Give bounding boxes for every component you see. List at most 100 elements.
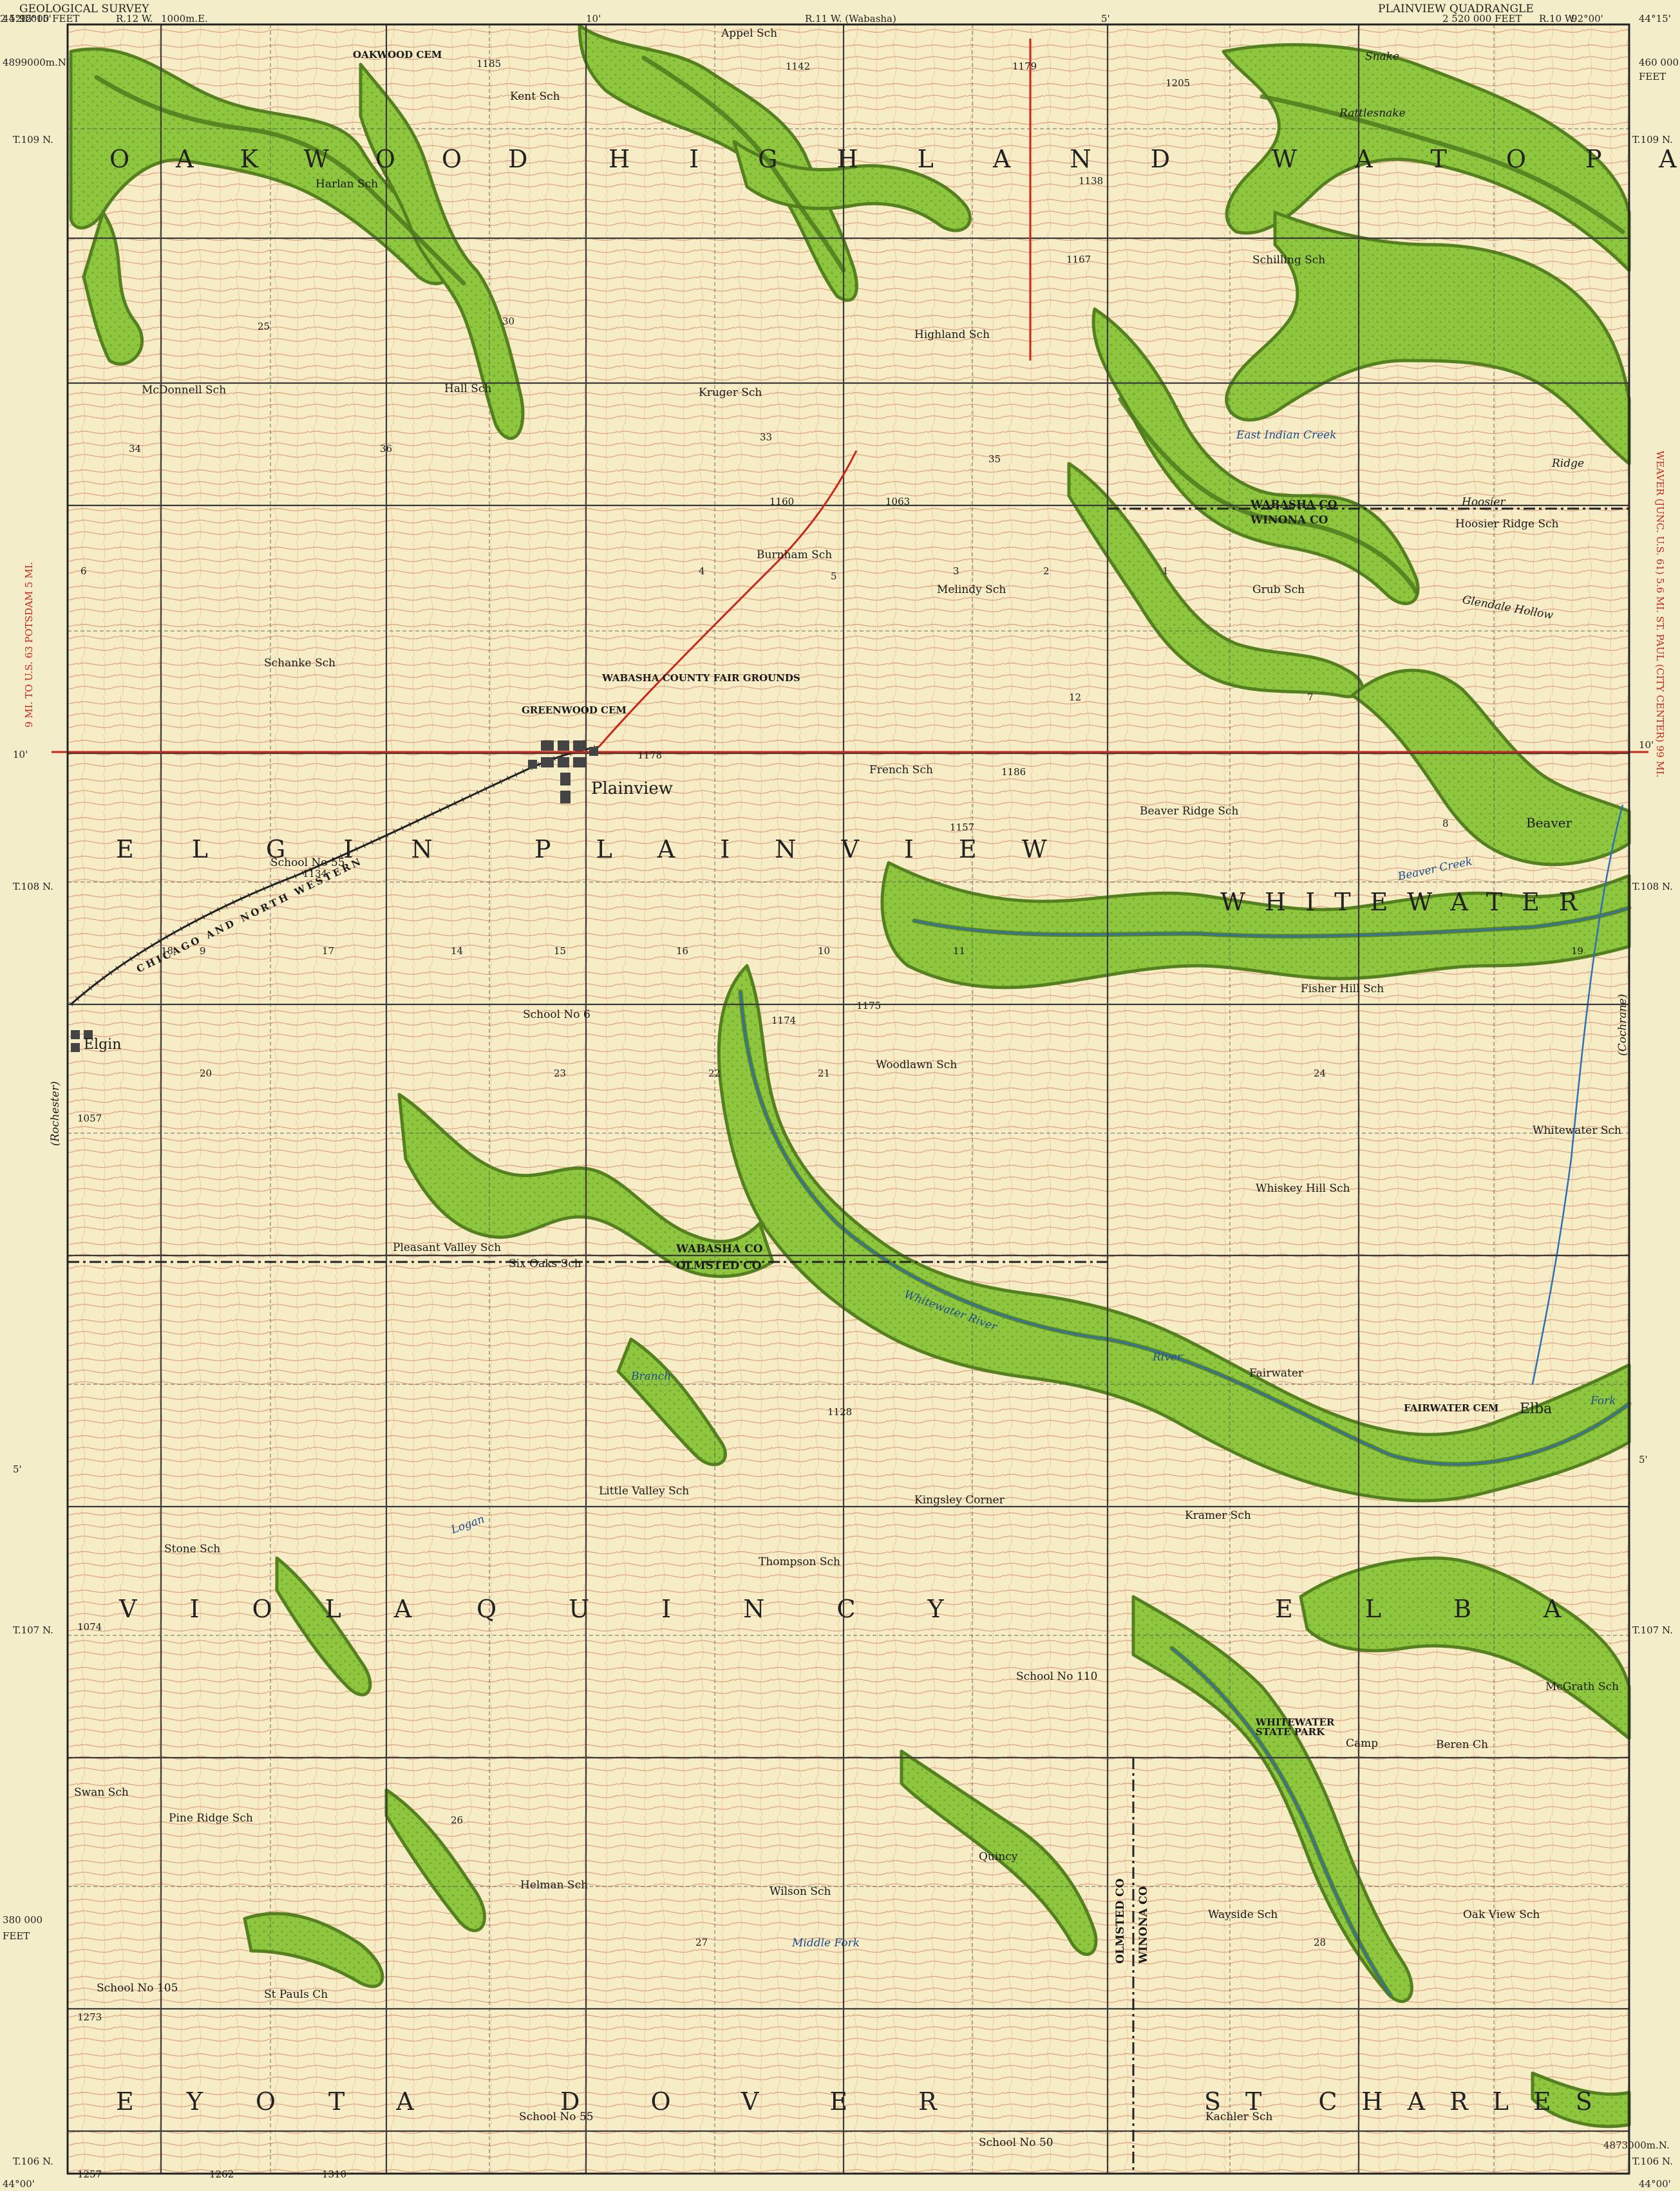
place-schanke-sch: Schanke Sch bbox=[264, 657, 336, 670]
place-swan-sch: Swan Sch bbox=[74, 1786, 129, 1799]
elevation-label: 1157 bbox=[950, 822, 975, 833]
range-r10-label: R.10 W. bbox=[1539, 13, 1576, 24]
place-hoosier-ridge-sch: Hoosier Ridge Sch bbox=[1455, 518, 1559, 531]
section-number: 25 bbox=[258, 321, 270, 332]
place-fairwater-cem: FAIRWATER CEM bbox=[1404, 1402, 1499, 1414]
township-viola: VIOLA bbox=[119, 1595, 465, 1623]
elevation-label: 1134 bbox=[303, 868, 328, 879]
label-cochrane: (Cochrane) bbox=[1616, 993, 1629, 1056]
right-arrow-note: WEAVER (JUNC. U.S. 61) 5.6 MI. ST. PAUL … bbox=[1654, 451, 1666, 778]
range-r12-label: R.12 W. bbox=[116, 13, 153, 24]
section-number: 8 bbox=[1442, 818, 1449, 829]
elgin-town bbox=[71, 1030, 93, 1052]
township-row-109-left: T.109 N. bbox=[13, 134, 53, 146]
elevation-label: 1138 bbox=[1079, 175, 1104, 187]
label-fork: Fork bbox=[1590, 1395, 1616, 1407]
plainview-town bbox=[528, 740, 598, 804]
place-pine-ridge-sch: Pine Ridge Sch bbox=[169, 1812, 253, 1825]
elevation-label: 1310 bbox=[322, 2168, 347, 2180]
place-whitewater-sch: Whitewater Sch bbox=[1533, 1124, 1621, 1137]
place-six-oaks-sch: Six Oaks Sch bbox=[509, 1257, 581, 1270]
township-watopa: WATOPA bbox=[1272, 145, 1677, 173]
place-school-110: School No 110 bbox=[1016, 1670, 1098, 1683]
elevation-label: 1257 bbox=[77, 2168, 102, 2180]
township-highland: HIGHLAND bbox=[609, 145, 1230, 173]
label-rochester: (Rochester) bbox=[49, 1081, 62, 1146]
township-row-108-right: T.108 N. bbox=[1632, 881, 1673, 892]
section-number: 3 bbox=[953, 565, 959, 577]
lon-left-label: 92°15' bbox=[19, 13, 52, 24]
elevation-label: 1057 bbox=[77, 1113, 102, 1124]
elevation-label: 1174 bbox=[771, 1015, 797, 1026]
place-elba: Elba bbox=[1520, 1401, 1553, 1417]
northing-top-label: 4899000m.N. bbox=[3, 57, 69, 68]
elevation-label: 1262 bbox=[209, 2168, 234, 2180]
place-kachler-sch: Kachler Sch bbox=[1205, 2111, 1273, 2123]
place-oak-view-sch: Oak View Sch bbox=[1463, 1908, 1540, 1921]
place-st-pauls-ch: St Pauls Ch bbox=[264, 1988, 328, 2001]
township-st-charles: ST CHARLES bbox=[1204, 2087, 1617, 2116]
feet-top-right-unit: FEET bbox=[1639, 71, 1666, 82]
place-quincy: Quincy bbox=[979, 1850, 1018, 1863]
township-row-107-left: T.107 N. bbox=[13, 1624, 53, 1636]
section-number: 35 bbox=[988, 453, 1001, 465]
elevation-label: 1178 bbox=[637, 749, 663, 761]
elevation-label: 1179 bbox=[1012, 61, 1037, 72]
corner-ne-label: 44°15' bbox=[1639, 13, 1671, 24]
place-appel-sch: Appel Sch bbox=[721, 27, 778, 40]
minute-5-right: 5' bbox=[1639, 1454, 1648, 1465]
place-school-55b: School No 55 bbox=[519, 2111, 594, 2123]
section-number: 34 bbox=[129, 443, 142, 455]
county-lines bbox=[68, 507, 1629, 2174]
section-number: 21 bbox=[818, 1067, 831, 1079]
section-number: 30 bbox=[502, 315, 515, 327]
range-r11-label: R.11 W. (Wabasha) bbox=[805, 13, 896, 24]
section-number: 6 bbox=[80, 565, 87, 577]
section-number: 9 bbox=[200, 945, 206, 957]
section-number: 33 bbox=[760, 431, 773, 443]
agency-label: GEOLOGICAL SURVEY bbox=[19, 3, 149, 15]
section-number: 15 bbox=[554, 945, 567, 957]
section-number: 5 bbox=[831, 570, 837, 582]
easting-label: 2 520 000 FEET bbox=[0, 13, 80, 24]
left-arrow-note: 9 MI. TO U.S. 63 POTSDAM 5 MI. bbox=[23, 561, 35, 728]
township-row-108-left: T.108 N. bbox=[13, 881, 53, 892]
section-number: 11 bbox=[953, 945, 966, 957]
minute-5-left: 5' bbox=[13, 1463, 22, 1475]
place-french-sch: French Sch bbox=[869, 764, 933, 776]
section-number: 36 bbox=[380, 443, 393, 455]
county-wabasha-1: WABASHA CO bbox=[1251, 498, 1337, 511]
section-number: 2 bbox=[1043, 565, 1050, 577]
township-elgin: ELGIN bbox=[116, 835, 491, 863]
label-snake: Snake bbox=[1365, 50, 1400, 63]
elevation-label: 1128 bbox=[827, 1406, 853, 1418]
label-hoosier: Hoosier bbox=[1462, 496, 1505, 509]
lon-right-label: 92°00' bbox=[1571, 13, 1603, 24]
place-beaver: Beaver bbox=[1526, 815, 1572, 831]
place-mcgrath-sch: McGrath Sch bbox=[1545, 1680, 1619, 1693]
section-number: 16 bbox=[676, 945, 689, 957]
elevation-label: 1063 bbox=[885, 496, 911, 507]
section-number: 1 bbox=[1162, 565, 1169, 577]
minute-10-right: 10' bbox=[1639, 739, 1654, 751]
feet-left-unit: FEET bbox=[3, 1930, 30, 1942]
label-middle-fork: Middle Fork bbox=[792, 1937, 860, 1950]
township-plainview: PLAINVIEW bbox=[534, 835, 1092, 863]
label-rattlesnake: Rattlesnake bbox=[1339, 107, 1406, 120]
elevation-label: 1074 bbox=[77, 1621, 102, 1633]
section-lines bbox=[68, 24, 1629, 2174]
section-number: 26 bbox=[451, 1814, 464, 1826]
section-number: 4 bbox=[699, 565, 705, 577]
place-school-105: School No 105 bbox=[97, 1982, 178, 1995]
township-row-107-right: T.107 N. bbox=[1632, 1624, 1673, 1636]
elevation-label: 1160 bbox=[769, 496, 795, 507]
place-school-6: School No 6 bbox=[523, 1008, 590, 1021]
place-plainview: Plainview bbox=[591, 779, 674, 798]
label-branch: Branch bbox=[631, 1370, 672, 1383]
township-eyota: EYOTA bbox=[116, 2087, 467, 2116]
label-river: River bbox=[1153, 1351, 1183, 1364]
northing-bottom-label: 4873000m.N. bbox=[1603, 2139, 1670, 2151]
section-number: 18 bbox=[161, 945, 174, 957]
elevation-label: 1186 bbox=[1001, 766, 1026, 778]
